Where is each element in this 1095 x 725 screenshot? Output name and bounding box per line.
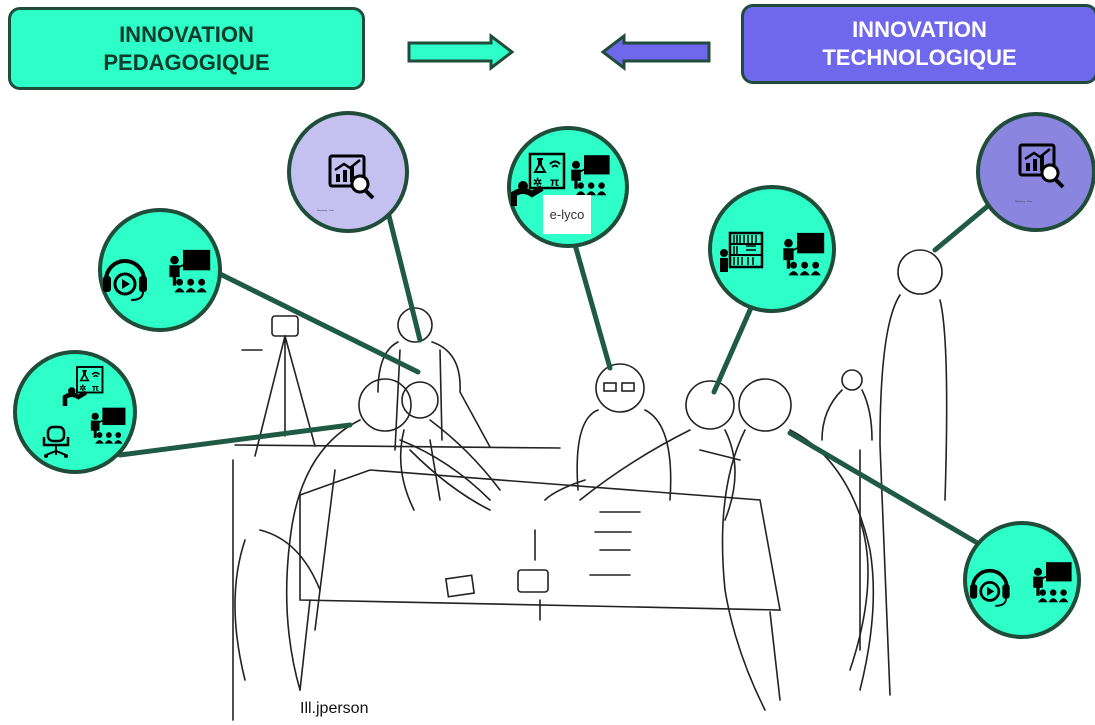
science-chair-circle: [13, 350, 137, 474]
analytics-circle-right: Monitoring · Data: [976, 112, 1095, 232]
collaboration-sketch-illustration: [232, 249, 948, 721]
left-arrow-icon: [600, 32, 711, 72]
connector-lines: [117, 197, 998, 551]
illustration-credit: Ill.jperson: [300, 700, 369, 717]
svg-text:Monitoring · Data: Monitoring · Data: [317, 209, 335, 212]
pedagogical-innovation-box: INNOVATION PEDAGOGIQUE: [8, 7, 365, 90]
e-lyco-logo: e-lyco: [550, 207, 585, 222]
headset-circle-left: [98, 208, 222, 332]
right-arrow-icon: [407, 32, 515, 72]
science-lab-circle: e-lyco: [507, 126, 629, 248]
analytics-circle-left: Monitoring · Data: [287, 111, 409, 233]
svg-text:Monitoring · Data: Monitoring · Data: [1015, 200, 1033, 203]
technological-innovation-box: INNOVATION TECHNOLOGIQUE: [741, 4, 1095, 84]
library-circle: [708, 185, 836, 313]
headset-circle-right: [963, 521, 1081, 639]
